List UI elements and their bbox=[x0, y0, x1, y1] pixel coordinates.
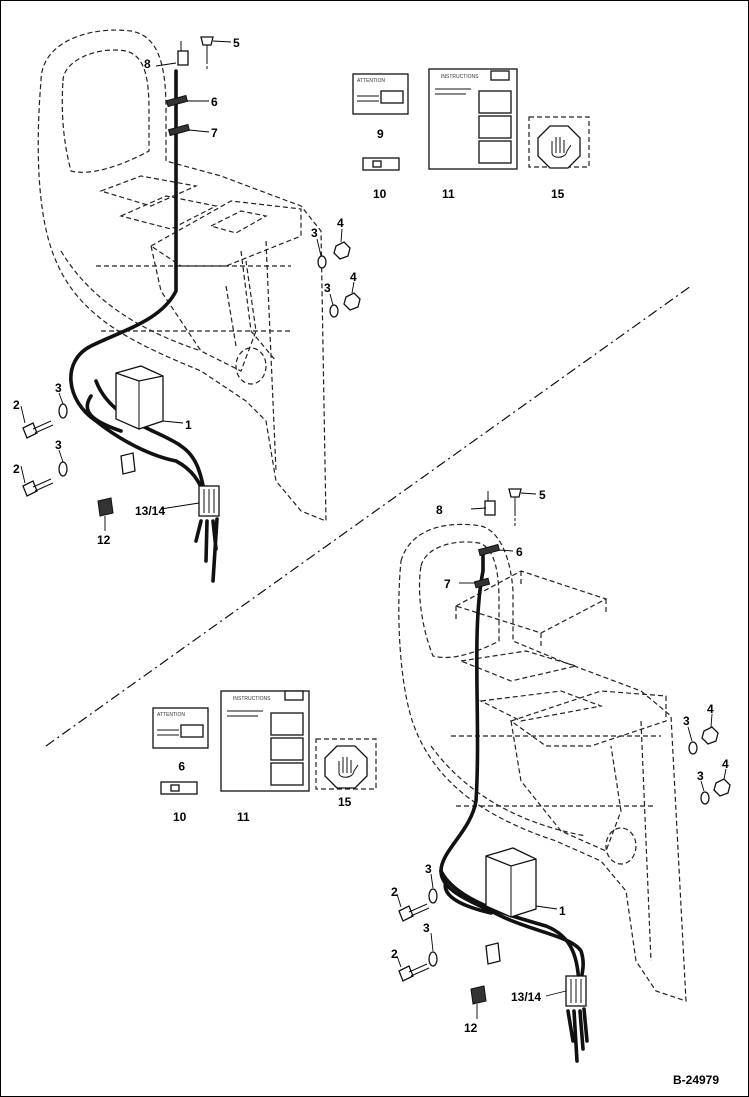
bottom-callout-3a: 3 bbox=[683, 714, 690, 728]
bottom-part-12-clip bbox=[485, 942, 501, 965]
bottom-callout-10: 10 bbox=[173, 810, 187, 824]
bottom-part-5-screw bbox=[508, 488, 522, 526]
top-seat-frame bbox=[37, 29, 327, 522]
top-callout-9: 9 bbox=[377, 127, 384, 141]
top-callout-12: 12 bbox=[97, 533, 111, 547]
top-part-4-nut-a bbox=[333, 241, 351, 260]
bottom-part-1-module bbox=[485, 847, 537, 918]
top-part-1-module bbox=[115, 365, 164, 430]
top-part-12-clip bbox=[120, 452, 136, 475]
bottom-callout-8: 7 bbox=[444, 577, 451, 591]
top-callout-3c: 3 bbox=[55, 381, 62, 395]
bottom-part-3-washer-b bbox=[428, 951, 438, 967]
top-part-2-bolt-b bbox=[22, 478, 54, 497]
top-decal-15 bbox=[528, 116, 590, 169]
bottom-part-3-washer-c bbox=[688, 741, 698, 755]
top-decal-9-text: ATTENTION bbox=[357, 78, 385, 84]
bottom-callout-5: 5 bbox=[539, 488, 546, 502]
top-callout-4a: 4 bbox=[337, 216, 344, 230]
bottom-decal-15 bbox=[315, 738, 377, 790]
bottom-callout-4b: 4 bbox=[722, 757, 729, 771]
top-part-7-clip bbox=[177, 41, 189, 66]
bottom-callout-2b: 2 bbox=[391, 947, 398, 961]
top-callout-11: 11 bbox=[442, 187, 455, 201]
bottom-part-4-nut-a bbox=[701, 726, 719, 745]
bottom-part-7-clip bbox=[484, 491, 496, 516]
bottom-callout-9: 9 bbox=[178, 759, 185, 773]
bottom-part-3-washer-d bbox=[700, 791, 710, 805]
top-decal-11-text: INSTRUCTIONS bbox=[441, 74, 479, 80]
bottom-decal-11: INSTRUCTIONS bbox=[220, 690, 310, 792]
bottom-part-2-bolt-b bbox=[398, 963, 430, 982]
top-callout-3d: 3 bbox=[55, 438, 62, 452]
top-part-3-washer-d bbox=[329, 304, 339, 318]
bottom-callout-12: 12 bbox=[464, 1021, 478, 1035]
top-callout-5: 5 bbox=[233, 36, 240, 50]
top-part-2-bolt-a bbox=[22, 420, 54, 439]
bottom-part-8-grommet bbox=[473, 577, 491, 589]
top-callout-7: 8 bbox=[144, 57, 151, 71]
top-part-4-nut-b bbox=[343, 292, 361, 311]
bottom-callout-15: 15 bbox=[338, 795, 352, 809]
bottom-callout-6: 6 bbox=[516, 545, 523, 559]
top-callout-2b: 2 bbox=[13, 462, 20, 476]
bottom-wire-harness bbox=[439, 549, 585, 993]
top-part-8-grommet bbox=[167, 123, 191, 137]
drawing-number: B-24979 bbox=[673, 1073, 719, 1087]
top-decal-11: INSTRUCTIONS bbox=[428, 68, 518, 170]
top-callout-6: 6 bbox=[211, 95, 218, 109]
top-part-12-fuse-holder bbox=[97, 497, 114, 517]
top-part-3-washer-c bbox=[317, 255, 327, 269]
bottom-decal-9-text: ATTENTION bbox=[157, 712, 185, 718]
bottom-part-12-fuse-holder bbox=[470, 985, 487, 1005]
bottom-part-3-washer-a bbox=[428, 888, 438, 904]
top-callout-15: 15 bbox=[551, 187, 565, 201]
bottom-decal-9: ATTENTION bbox=[152, 707, 209, 749]
top-callout-10: 10 bbox=[373, 187, 387, 201]
top-callout-2a: 2 bbox=[13, 398, 20, 412]
bottom-part-2-bolt-a bbox=[398, 903, 430, 922]
top-decal-9: ATTENTION bbox=[352, 73, 409, 115]
bottom-callout-7: 8 bbox=[436, 503, 443, 517]
top-part-5-screw bbox=[200, 36, 214, 71]
stop-hand-icon bbox=[324, 745, 368, 789]
bottom-decal-11-text: INSTRUCTIONS bbox=[233, 696, 271, 702]
bottom-callout-13-14: 13/14 bbox=[511, 990, 541, 1004]
bottom-callout-3c: 3 bbox=[425, 862, 432, 876]
top-callout-3b: 3 bbox=[324, 281, 331, 295]
bottom-callout-3d: 3 bbox=[423, 921, 430, 935]
top-callout-8: 7 bbox=[211, 126, 218, 140]
bottom-assembly-view: ATTENTION INSTRUCTIONS 8 5 6 7 3 bbox=[152, 488, 731, 1063]
bottom-callout-2a: 2 bbox=[391, 885, 398, 899]
bottom-seat-frame bbox=[398, 523, 687, 1002]
top-decal-10 bbox=[362, 157, 400, 171]
top-wire-harness bbox=[69, 69, 208, 503]
bottom-leader-lines bbox=[396, 492, 727, 1019]
top-part-3-washer-a bbox=[58, 403, 68, 419]
bottom-callout-1: 1 bbox=[559, 904, 566, 918]
bottom-part-4-nut-b bbox=[713, 778, 731, 797]
top-callout-1: 1 bbox=[185, 418, 192, 432]
top-callout-13-14: 13/14 bbox=[135, 504, 165, 518]
bottom-part-6-grommet bbox=[477, 543, 501, 557]
top-part-6-grommet bbox=[165, 94, 189, 108]
bottom-callout-11: 11 bbox=[237, 810, 250, 824]
top-part-13-14-connector bbox=[194, 485, 220, 583]
bottom-part-13-14-connector bbox=[565, 975, 589, 1063]
bottom-callout-3b: 3 bbox=[697, 769, 704, 783]
top-assembly-view: ATTENTION INSTRUCTIONS 8 5 6 7 bbox=[13, 29, 590, 583]
view-separator-line bbox=[45, 285, 692, 747]
top-callout-4b: 4 bbox=[350, 270, 357, 284]
bottom-decal-10 bbox=[160, 781, 198, 795]
stop-hand-icon bbox=[537, 125, 581, 169]
top-leader-lines bbox=[20, 40, 355, 531]
top-part-3-washer-b bbox=[58, 461, 68, 477]
bottom-callout-4a: 4 bbox=[707, 702, 714, 716]
top-callout-3a: 3 bbox=[311, 226, 318, 240]
